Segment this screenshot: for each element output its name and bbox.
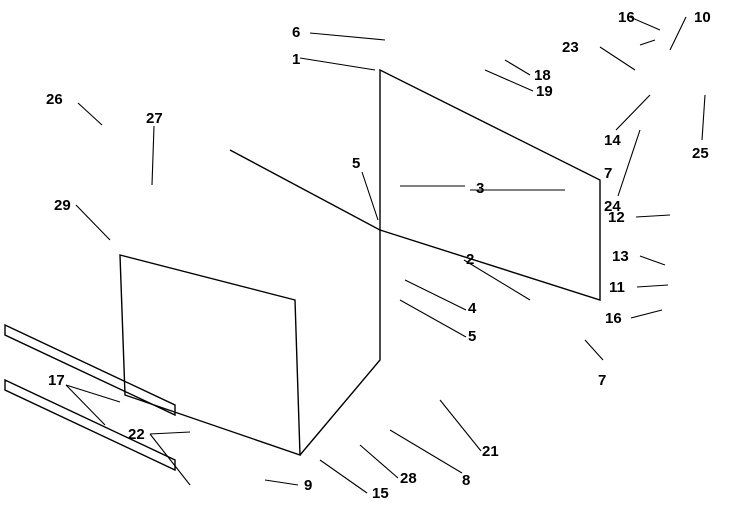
callout-label: 27: [146, 110, 163, 127]
callout-labels: 1 2 3 4 5 5 6 7 7 8 9 10 11 12 13 14 15 …: [46, 9, 711, 502]
left-handle-bar: [4, 323, 176, 417]
callout-label: 22: [128, 426, 145, 443]
callout-label: 4: [468, 300, 477, 317]
callout-label: 29: [54, 197, 71, 214]
door-liner-outline: [119, 254, 301, 456]
callout-label: 25: [692, 145, 709, 162]
callout-label: 11: [609, 279, 625, 296]
callout-label: 1: [292, 51, 300, 68]
callout-label: 3: [476, 180, 484, 197]
right-handle-bar: [4, 378, 176, 472]
callout-label: 6: [292, 24, 300, 41]
door-panel-outline: [229, 149, 381, 456]
callout-label: 17: [48, 372, 65, 389]
callout-label: 14: [604, 132, 621, 149]
callout-label: 28: [400, 470, 417, 487]
callout-label: 5: [352, 155, 360, 172]
callout-label: 8: [462, 472, 470, 489]
callout-label: 23: [562, 39, 579, 56]
housing-frame-outline: [379, 68, 601, 301]
callout-label: 7: [604, 165, 612, 182]
callout-label: 26: [46, 91, 63, 108]
callout-label: 16: [605, 310, 622, 327]
callout-label: 2: [466, 251, 474, 268]
callout-label: 19: [536, 83, 553, 100]
callout-label: 5: [468, 328, 476, 345]
callout-label: 15: [372, 485, 389, 502]
leader-lines: [65, 16, 706, 494]
callout-label: 7: [598, 372, 606, 389]
callout-label: 16: [618, 9, 635, 26]
callout-label: 10: [694, 9, 711, 26]
callout-label: 24: [604, 198, 621, 215]
callout-label: 13: [612, 248, 629, 265]
callout-label: 9: [304, 477, 312, 494]
callout-label: 12: [608, 209, 625, 226]
callout-label: 21: [482, 443, 499, 460]
callout-label: 18: [534, 67, 551, 84]
